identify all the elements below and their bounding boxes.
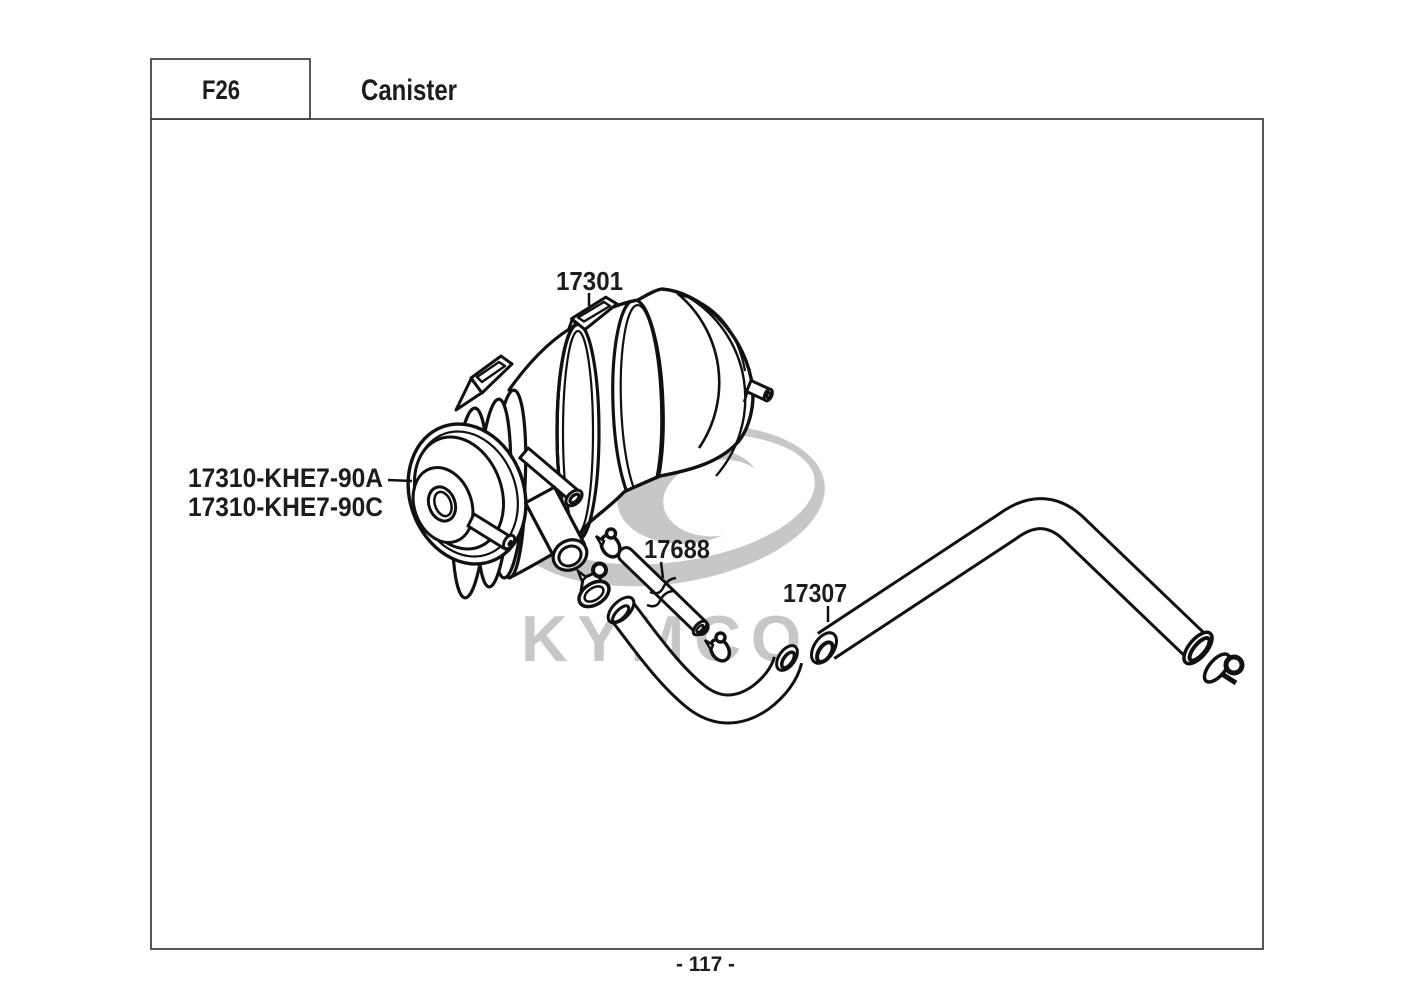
svg-text:17688: 17688 bbox=[644, 534, 710, 564]
svg-text:- 117 -: - 117 - bbox=[676, 953, 735, 976]
svg-text:17310-KHE7-90A: 17310-KHE7-90A bbox=[188, 463, 383, 493]
svg-text:Canister: Canister bbox=[361, 74, 457, 107]
svg-text:F26: F26 bbox=[202, 75, 240, 105]
svg-text:17307: 17307 bbox=[783, 578, 847, 608]
svg-text:17310-KHE7-90C: 17310-KHE7-90C bbox=[188, 492, 383, 522]
svg-text:17301: 17301 bbox=[556, 266, 623, 296]
